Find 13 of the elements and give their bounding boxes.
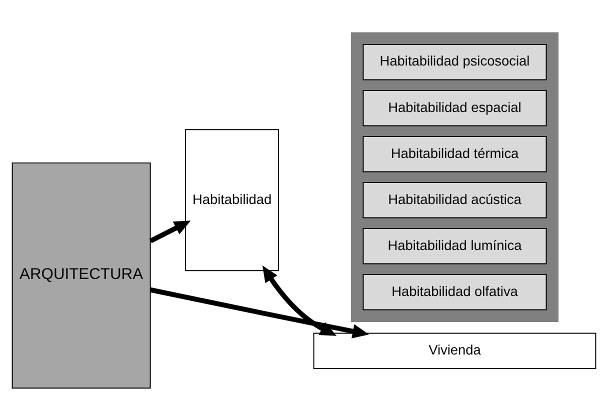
arrow bbox=[150, 287, 369, 338]
node-box: Habitabilidad psicosocial bbox=[362, 44, 547, 80]
node-box: ARQUITECTURA bbox=[12, 162, 151, 389]
node-box: Vivienda bbox=[313, 332, 596, 369]
cluster bbox=[350, 32, 558, 322]
node-box: Habitabilidad acústica bbox=[362, 182, 547, 218]
node-box: Habitabilidad lumínica bbox=[362, 228, 547, 264]
node-box: Habitabilidad olfativa bbox=[362, 274, 547, 310]
node-box: Habitabilidad bbox=[185, 129, 280, 272]
arrow bbox=[149, 220, 191, 244]
node-box: Habitabilidad térmica bbox=[362, 136, 547, 172]
node-box: Habitabilidad espacial bbox=[362, 90, 547, 126]
arrow bbox=[262, 266, 337, 336]
